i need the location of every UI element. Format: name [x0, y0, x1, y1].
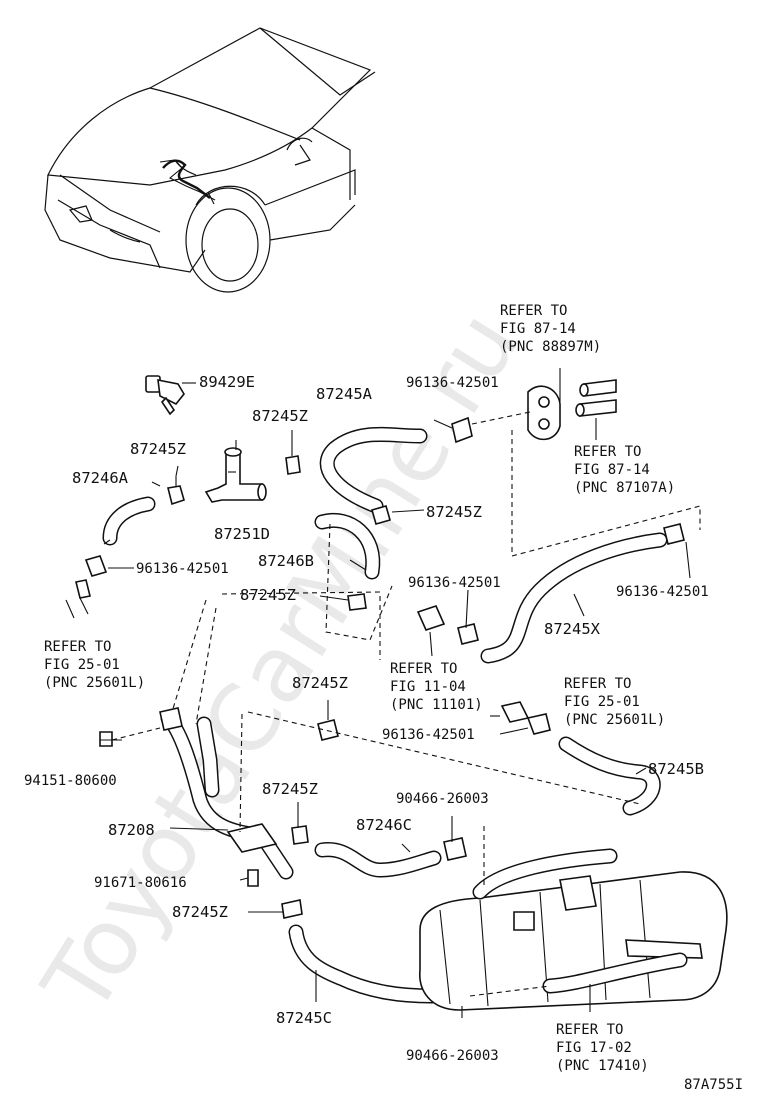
- hose-87246C: [314, 842, 442, 878]
- ref-line: FIG 87-14: [574, 462, 650, 478]
- label-87245Z-b: 87245Z: [252, 407, 308, 425]
- clamp-96136-right: [663, 523, 685, 545]
- ref-line: (PNC 17410): [556, 1058, 649, 1074]
- ref-line: REFER TO: [500, 303, 567, 319]
- label-87246B: 87246B: [258, 552, 314, 570]
- ref-line: (PNC 25601L): [44, 675, 145, 691]
- ref-line: FIG 87-14: [500, 321, 576, 337]
- label-94151: 94151-80600: [24, 773, 117, 789]
- ref-line: (PNC 87107A): [574, 480, 675, 496]
- pipes-87107A: [575, 379, 617, 417]
- leader-lines: [100, 368, 701, 1018]
- label-87245A: 87245A: [316, 385, 373, 403]
- label-87245Z-e: 87245Z: [292, 674, 348, 692]
- ref-line: (PNC 25601L): [564, 712, 665, 728]
- hose-87246A: [102, 496, 156, 546]
- label-96136-right: 96136-42501: [616, 584, 709, 600]
- label-87245Z-f: 87245Z: [262, 780, 318, 798]
- label-87245Z-c: 87245Z: [426, 503, 482, 521]
- label-90466-top: 90466-26003: [396, 791, 489, 807]
- ref-line: FIG 25-01: [564, 694, 640, 710]
- hose-87245C: [288, 924, 440, 1004]
- ref-line: (PNC 88897M): [500, 339, 601, 355]
- label-96136-left: 96136-42501: [136, 561, 229, 577]
- bolt-91671: [247, 869, 259, 887]
- exhaust-heat-unit: [419, 848, 728, 1011]
- label-87245Z-a: 87245Z: [130, 440, 186, 458]
- ref-line: (PNC 11101): [390, 697, 483, 713]
- ref-line: REFER TO: [556, 1022, 623, 1038]
- label-87245Z-g: 87245Z: [172, 903, 228, 921]
- clamp-87245Z-f: [291, 825, 309, 845]
- car-illustration: [44, 27, 376, 293]
- refer-17410: REFER TO FIG 17-02 (PNC 17410): [556, 1022, 649, 1074]
- clamp-87245Z-g: [281, 899, 303, 919]
- ref-line: REFER TO: [390, 661, 457, 677]
- label-87245B: 87245B: [648, 760, 704, 778]
- clamp-87245Z-c: [371, 505, 391, 525]
- label-96136-top: 96136-42501: [406, 375, 499, 391]
- label-87245X: 87245X: [544, 620, 601, 638]
- hose-87245X: [480, 532, 668, 664]
- label-87208: 87208: [108, 821, 155, 839]
- label-87245C: 87245C: [276, 1009, 332, 1027]
- ref-line: FIG 17-02: [556, 1040, 632, 1056]
- label-96136-low: 96136-42501: [382, 727, 475, 743]
- refer-25601L-left: REFER TO FIG 25-01 (PNC 25601L): [44, 639, 145, 691]
- ref-line: REFER TO: [574, 444, 641, 460]
- ref-line: REFER TO: [44, 639, 111, 655]
- hose-87245B: [558, 736, 661, 816]
- pipe-25601L-right: [500, 701, 551, 735]
- label-87246C: 87246C: [356, 816, 412, 834]
- ref-line: FIG 25-01: [44, 657, 120, 673]
- water-temperature-sensor: [145, 375, 196, 416]
- clamp-87245Z-a: [167, 476, 185, 506]
- engine-pipe-11101: [416, 605, 479, 645]
- ref-line: FIG 11-04: [390, 679, 466, 695]
- ref-line: REFER TO: [564, 676, 631, 692]
- label-90466-bottom: 90466-26003: [406, 1048, 499, 1064]
- hose-87245A: [319, 426, 428, 514]
- clamp-96136-left: [65, 555, 108, 619]
- refer-11101: REFER TO FIG 11-04 (PNC 11101): [390, 661, 483, 713]
- label-96136-mid: 96136-42501: [408, 575, 501, 591]
- figure-code: 87A755I: [684, 1077, 743, 1093]
- clamp-90466-top: [443, 837, 467, 861]
- label-87245Z-d: 87245Z: [240, 586, 296, 604]
- clamp-87245Z-b: [285, 446, 301, 475]
- refer-88897M: REFER TO FIG 87-14 (PNC 88897M): [500, 303, 601, 355]
- label-87251D: 87251D: [214, 525, 270, 543]
- part-labels: 89429E 87245A 87245Z 87245Z 87246A 87251…: [24, 373, 743, 1093]
- grommet-88897M: [527, 385, 561, 441]
- water-pipe-87251D: [204, 447, 267, 503]
- refer-25601L-right: REFER TO FIG 25-01 (PNC 25601L): [564, 676, 665, 728]
- label-89429E: 89429E: [199, 373, 255, 391]
- bolt-94151: [99, 731, 113, 747]
- label-91671: 91671-80616: [94, 875, 187, 891]
- clamp-87245Z-d: [347, 593, 367, 611]
- refer-87107A: REFER TO FIG 87-14 (PNC 87107A): [574, 444, 675, 496]
- clamp-96136-top: [451, 416, 473, 444]
- clamp-87245Z-e: [317, 719, 339, 741]
- label-87246A: 87246A: [72, 469, 129, 487]
- hose-87246B: [314, 513, 381, 580]
